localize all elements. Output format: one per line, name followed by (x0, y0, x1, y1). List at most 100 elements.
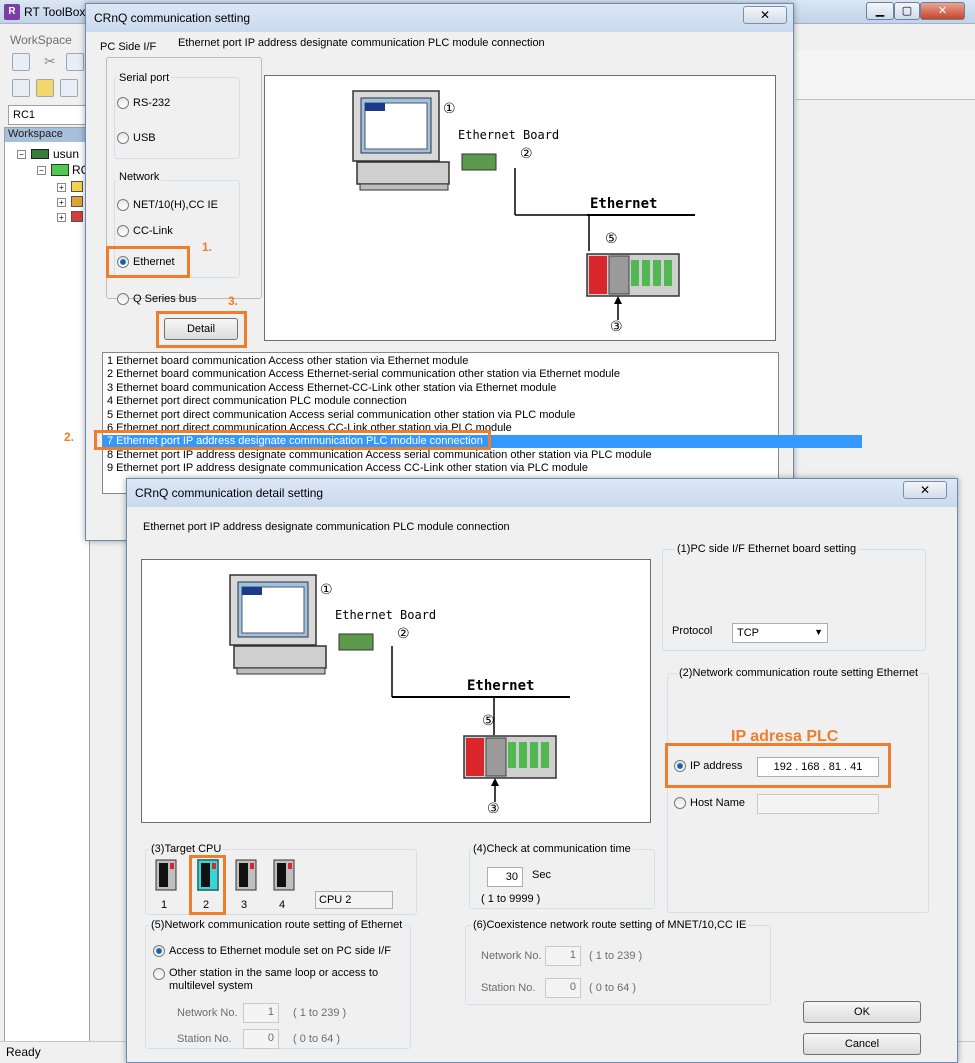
folder-icon (71, 196, 83, 207)
tree-collapse-icon[interactable]: − (37, 166, 46, 175)
detail-close-button[interactable]: ✕ (903, 481, 947, 499)
cpu-3-icon[interactable] (235, 859, 257, 891)
label-num-5: ⑤ (605, 231, 618, 247)
group3-label: (3)Target CPU (149, 843, 224, 855)
robot-select[interactable]: RC1 (8, 105, 90, 125)
list-item[interactable]: 2 Ethernet board communication Access Et… (107, 368, 620, 381)
serial-port-group (114, 77, 240, 159)
rs232-label: RS-232 (133, 97, 171, 109)
check-time-input[interactable]: 30 (487, 867, 523, 887)
radio-icon (117, 97, 129, 109)
station-no-input[interactable]: 0 (243, 1029, 279, 1049)
document-icon[interactable] (60, 79, 78, 97)
copy-icon[interactable] (66, 53, 84, 71)
pc-side-if-label: PC Side I/F (100, 41, 157, 53)
radio-icon (117, 225, 129, 237)
network-no6-range: ( 1 to 239 ) (589, 950, 643, 962)
radio-icon (674, 797, 686, 809)
tree-expand-icon[interactable]: + (57, 198, 66, 207)
host-name-input[interactable] (757, 794, 879, 814)
station-no6-label: Station No. (481, 982, 536, 994)
qseries-radio[interactable]: Q Series bus (117, 293, 197, 305)
cancel-button[interactable]: Cancel (803, 1033, 921, 1055)
list-item-selected[interactable]: 7 Ethernet port IP address designate com… (103, 435, 862, 449)
step-3-label: 3. (228, 294, 239, 308)
detail-button[interactable]: Detail (164, 318, 238, 340)
detail-description: Ethernet port IP address designate commu… (143, 521, 510, 533)
radio-selected-icon (117, 256, 129, 268)
list-item[interactable]: 9 Ethernet port IP address designate com… (107, 462, 588, 475)
cut-icon[interactable]: ✂ (44, 53, 56, 69)
list-item[interactable]: 4 Ethernet port direct communication PLC… (107, 395, 407, 408)
access-ethernet-radio[interactable]: Access to Ethernet module set on PC side… (153, 945, 391, 957)
list-item[interactable]: 6 Ethernet port direct communication Acc… (107, 422, 512, 434)
ok-button[interactable]: OK (803, 1001, 921, 1023)
detail-network-diagram-graphic (229, 574, 570, 802)
app-logo-icon: R (4, 4, 20, 20)
menu-workspace[interactable]: WorkSpace (10, 33, 72, 47)
list-item[interactable]: 3 Ethernet board communication Access Et… (107, 381, 557, 394)
cpu-4-number: 4 (279, 899, 286, 911)
dialog-titlebar: CRnQ communication setting ✕ (86, 4, 793, 32)
communication-setting-dialog: CRnQ communication setting ✕ PC Side I/F… (64, 3, 862, 541)
minimize-button[interactable]: ▁ (866, 2, 894, 20)
cpu-2-icon[interactable] (197, 859, 219, 891)
pc-side-if-group (106, 57, 262, 299)
connection-type-list[interactable]: 1 Ethernet board communication Access ot… (102, 352, 862, 494)
station-no-label: Station No. (177, 1033, 232, 1045)
ethernet-board-label: Ethernet Board (458, 128, 560, 142)
cpu-1-icon[interactable] (155, 859, 177, 891)
tree-item-usun[interactable]: usun (53, 147, 80, 161)
target-cpu-group (145, 849, 417, 915)
tree-collapse-icon[interactable]: − (17, 150, 26, 159)
cclink-radio[interactable]: CC-Link (117, 225, 173, 237)
network-no-input[interactable]: 1 (243, 1003, 279, 1023)
step-2-label: 2. (64, 430, 75, 444)
ethernet-radio[interactable]: Ethernet (117, 256, 175, 268)
radio-icon (117, 199, 129, 211)
network-no6-input[interactable]: 1 (545, 946, 581, 966)
detail-title: CRnQ communication detail setting (135, 486, 324, 500)
open-folder-icon[interactable] (36, 79, 54, 97)
app-close-button[interactable]: ✕ (920, 2, 965, 20)
serial-port-label: Serial port (117, 72, 172, 84)
tree-expand-icon[interactable]: + (57, 183, 66, 192)
detail-ethernet-label: Ethernet (467, 678, 535, 694)
ip-address-radio[interactable]: IP address (674, 760, 742, 772)
cpu-1-number: 1 (161, 899, 168, 911)
usb-radio[interactable]: USB (117, 132, 156, 144)
list-item[interactable]: 1 Ethernet board communication Access ot… (107, 355, 469, 367)
net10-radio[interactable]: NET/10(H),CC IE (117, 199, 218, 211)
detail-num-1: ① (320, 582, 333, 598)
cpu-name-field: CPU 2 (315, 891, 393, 909)
maximize-button[interactable]: ▢ (894, 2, 920, 20)
tree-expand-icon[interactable]: + (57, 213, 66, 222)
radio-icon (117, 293, 129, 305)
access-ethernet-label: Access to Ethernet module set on PC side… (169, 945, 391, 957)
save-icon[interactable] (12, 53, 30, 71)
list-item[interactable]: 8 Ethernet port IP address designate com… (107, 448, 652, 461)
write-icon[interactable] (12, 79, 30, 97)
detail-num-5: ⑤ (482, 713, 495, 729)
cpu-3-number: 3 (241, 899, 248, 911)
dialog-close-button[interactable]: ✕ (743, 6, 787, 24)
protocol-select[interactable]: TCP ▼ (732, 623, 828, 643)
list-item[interactable]: 5 Ethernet port direct communication Acc… (107, 408, 576, 421)
detail-titlebar: CRnQ communication detail setting ✕ (127, 479, 957, 507)
station-no6-range: ( 0 to 64 ) (589, 982, 637, 994)
station-no6-input[interactable]: 0 (545, 978, 581, 998)
detail-num-2: ② (397, 626, 410, 642)
project-icon (31, 149, 49, 159)
ip-address-input[interactable]: 192 . 168 . 81 . 41 (757, 757, 879, 777)
host-name-radio[interactable]: Host Name (674, 797, 745, 809)
protocol-value: TCP (737, 627, 759, 639)
toolbox-icon (71, 211, 83, 222)
rs232-radio[interactable]: RS-232 (117, 97, 170, 109)
workspace-panel: Workspace − usun − RC + + + (4, 127, 90, 1047)
label-num-2: ② (520, 146, 533, 162)
group1-label: (1)PC side I/F Ethernet board setting (675, 543, 859, 555)
ethernet-label: Ethernet (133, 256, 175, 268)
cpu-4-icon[interactable] (273, 859, 295, 891)
net10-label: NET/10(H),CC IE (133, 199, 218, 211)
other-station-radio[interactable]: Other station in the same loop or access… (153, 967, 391, 993)
